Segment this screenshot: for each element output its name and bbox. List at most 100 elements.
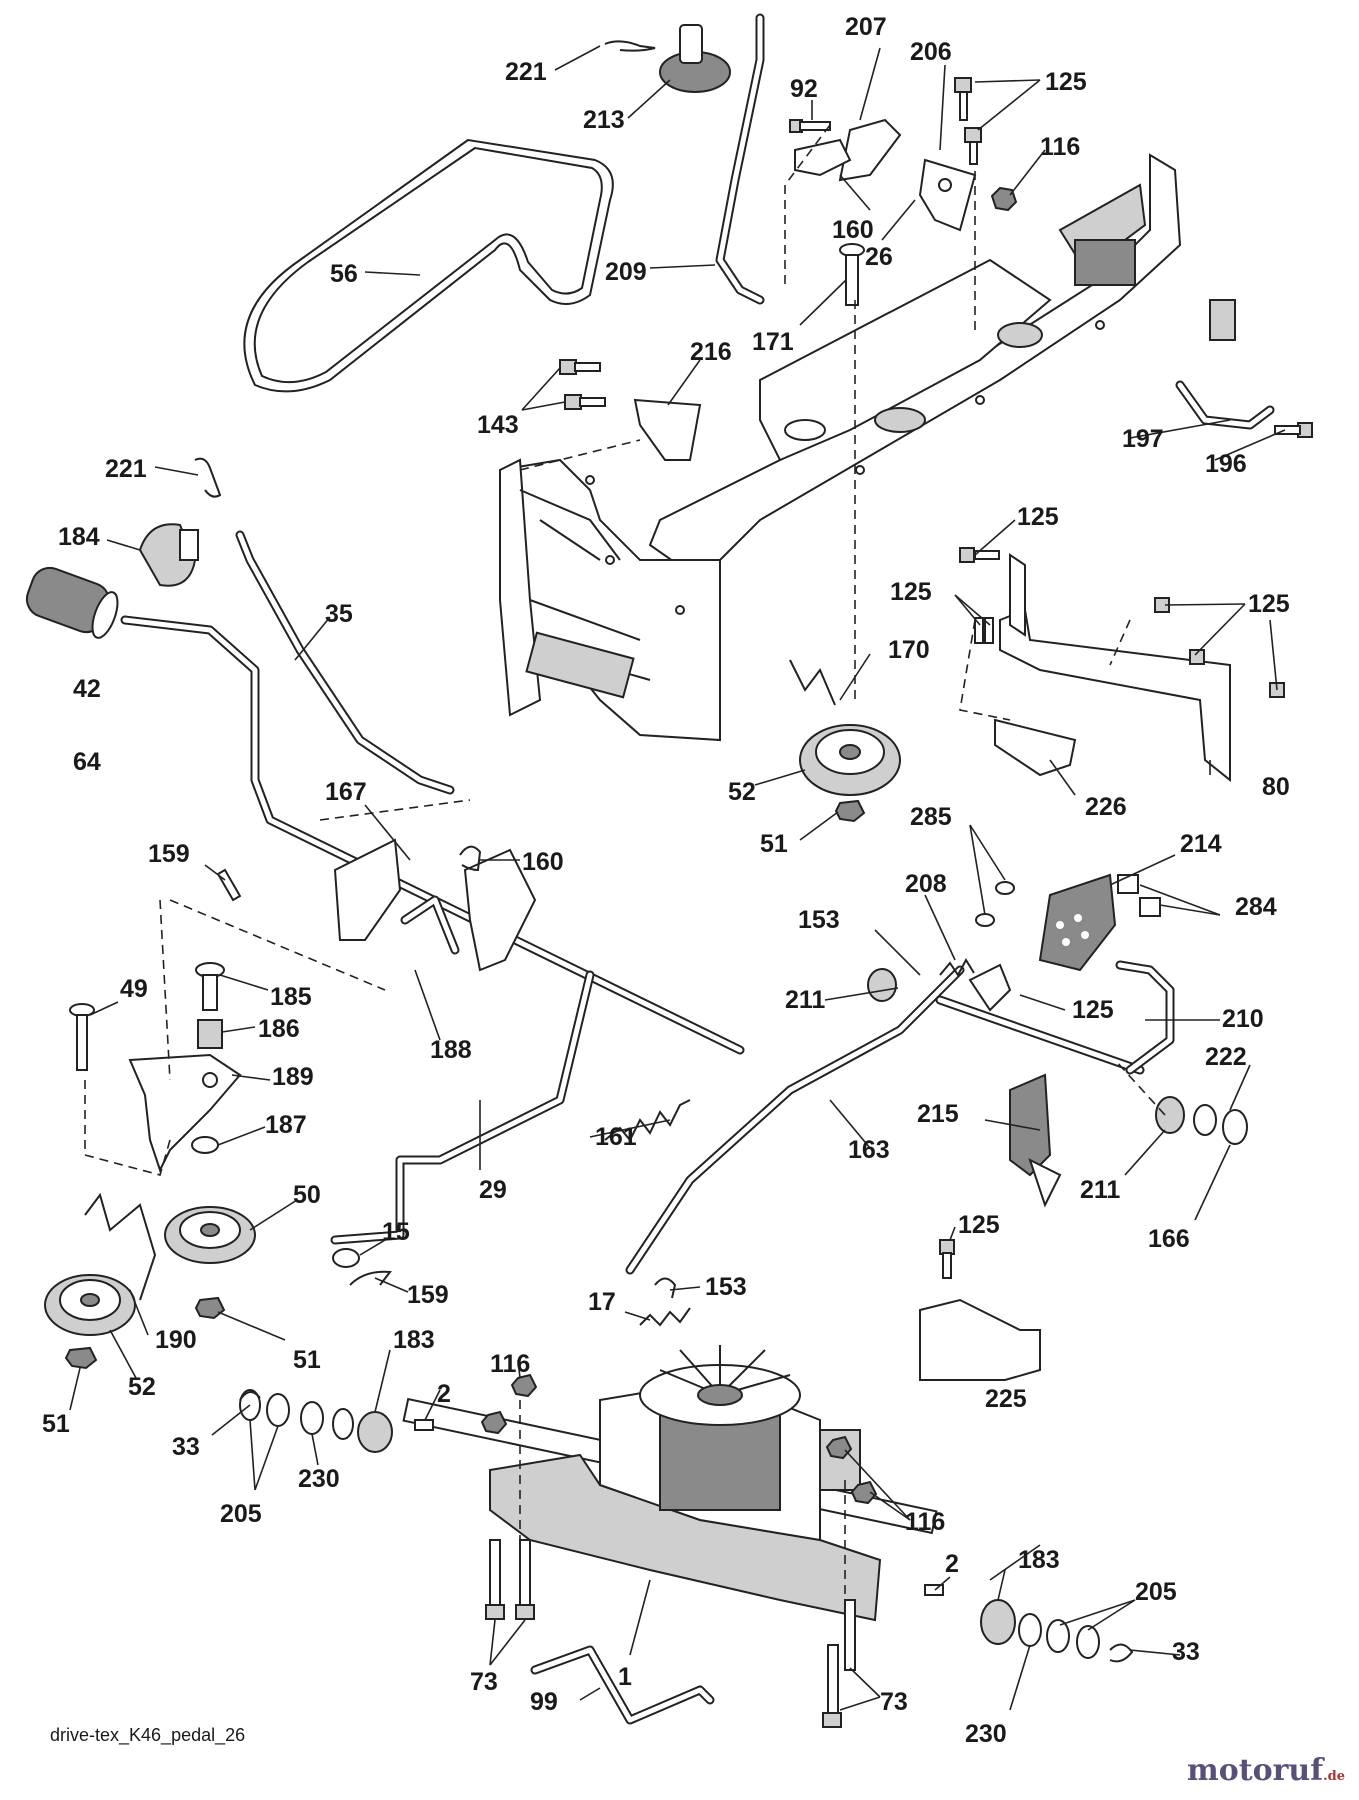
pin-159-upper xyxy=(216,868,242,902)
diagram-caption: drive-tex_K46_pedal_26 xyxy=(50,1725,246,1745)
callout-label: 190 xyxy=(155,1326,197,1354)
callout-label: 167 xyxy=(325,778,367,806)
bolt-125-lower xyxy=(939,1239,955,1279)
callout-label: 73 xyxy=(880,1688,908,1716)
callout-label: 51 xyxy=(293,1346,321,1374)
callout-label: 159 xyxy=(148,840,190,868)
callout-label: 125 xyxy=(890,578,932,606)
bracket-216 xyxy=(633,398,702,461)
spring-170 xyxy=(789,659,836,706)
pivot-bracket-207 xyxy=(794,118,902,182)
callout-label: 125 xyxy=(1045,68,1087,96)
bracket-206 xyxy=(918,158,977,232)
callout-label: 159 xyxy=(407,1281,449,1309)
washer-187 xyxy=(191,1136,219,1154)
frame-holes xyxy=(585,320,1105,615)
transaxle-1 xyxy=(402,1345,938,1622)
callout-label: 33 xyxy=(1172,1638,1200,1666)
pedal-215 xyxy=(1009,1073,1062,1208)
callout-label: 188 xyxy=(430,1036,472,1064)
hairpin-221-top xyxy=(604,40,656,52)
callout-label: 230 xyxy=(965,1720,1007,1748)
pulley-52-left xyxy=(44,1274,136,1336)
nuts-116-axle xyxy=(480,1373,878,1505)
callout-label: 214 xyxy=(1180,830,1222,858)
bolt-171 xyxy=(839,243,865,306)
callout-label: 161 xyxy=(595,1123,637,1151)
grip-42 xyxy=(25,566,119,639)
callout-label: 216 xyxy=(690,338,732,366)
callout-label: 163 xyxy=(848,1136,890,1164)
choke-knob-213 xyxy=(659,24,731,93)
nut-51-left xyxy=(64,1346,98,1370)
callout-label: 284 xyxy=(1235,893,1277,921)
spring-161 xyxy=(604,1099,691,1142)
callout-label: 35 xyxy=(325,600,353,628)
callout-label: 197 xyxy=(1122,425,1164,453)
callout-label: 64 xyxy=(73,748,101,776)
knob-184 xyxy=(138,523,199,587)
callout-label: 187 xyxy=(265,1111,307,1139)
bolt-49 xyxy=(69,1003,95,1071)
callout-label: 153 xyxy=(798,906,840,934)
key-2-right xyxy=(924,1584,944,1596)
bushing-186 xyxy=(197,1019,223,1049)
v-belt-56 xyxy=(243,138,614,393)
spring-208 xyxy=(939,957,975,977)
bolts-143 xyxy=(559,359,606,410)
bolts-125-top xyxy=(954,77,982,165)
callout-label: 230 xyxy=(298,1465,340,1493)
callout-label: 51 xyxy=(760,830,788,858)
callout-label: 189 xyxy=(272,1063,314,1091)
callout-label: 116 xyxy=(905,1508,945,1536)
pin-159-lower xyxy=(349,1270,392,1286)
callout-label: 125 xyxy=(958,1211,1000,1239)
callout-label: 153 xyxy=(705,1273,747,1301)
callout-label: 116 xyxy=(1040,133,1080,161)
bolts-73-left xyxy=(485,1539,535,1620)
callout-label: 125 xyxy=(1248,590,1290,618)
callout-label: 143 xyxy=(477,411,519,439)
callout-label: 206 xyxy=(910,38,952,66)
callout-label: 215 xyxy=(917,1100,959,1128)
callout-label: 221 xyxy=(105,455,147,483)
pulley-50 xyxy=(164,1206,256,1264)
pedal-pad-214 xyxy=(1038,873,1117,972)
callout-label: 50 xyxy=(293,1181,321,1209)
callout-label: 226 xyxy=(1085,793,1127,821)
rod-197 xyxy=(1175,380,1275,430)
callout-label: 160 xyxy=(832,216,874,244)
rod-29 xyxy=(330,970,595,1245)
callout-label: 2 xyxy=(437,1380,451,1408)
hairpin-221-left xyxy=(194,457,222,498)
key-2-left xyxy=(414,1419,434,1431)
shift-rod-209 xyxy=(715,13,765,305)
callout-label: 170 xyxy=(888,636,930,664)
spring-190 xyxy=(84,1192,157,1301)
pedal-arm-assembly xyxy=(333,838,537,972)
callout-label: 225 xyxy=(985,1385,1027,1413)
callout-label: 213 xyxy=(583,106,625,134)
callout-label: 207 xyxy=(845,13,887,41)
clip-160-left xyxy=(459,845,482,872)
callout-label: 17 xyxy=(588,1288,616,1316)
callout-label: 73 xyxy=(470,1668,498,1696)
callout-label: 209 xyxy=(605,258,647,286)
brand-watermark[interactable]: motoruf.de xyxy=(1187,1753,1345,1788)
rod-163 xyxy=(625,965,965,1275)
callout-leaders xyxy=(69,45,1286,1711)
callout-label: 26 xyxy=(865,243,893,271)
bolt-92 xyxy=(789,119,831,133)
callout-label: 33 xyxy=(172,1433,200,1461)
nut-51-mid xyxy=(194,1296,226,1320)
rod-35 xyxy=(235,530,455,795)
rod-99 xyxy=(530,1645,715,1725)
callout-label: 15 xyxy=(382,1218,410,1246)
callout-label: 171 xyxy=(752,328,794,356)
callout-label: 166 xyxy=(1148,1225,1190,1253)
callout-label: 160 xyxy=(522,848,564,876)
shield-80 xyxy=(999,553,1231,783)
spring-17 xyxy=(639,1307,691,1327)
